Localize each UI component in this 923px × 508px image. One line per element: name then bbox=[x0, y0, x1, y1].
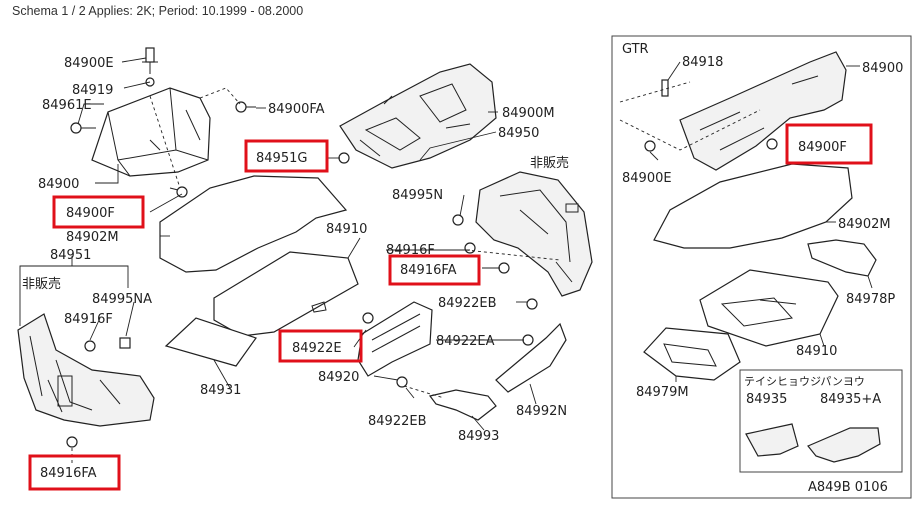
part-label-84950[interactable]: 84950 bbox=[498, 126, 539, 141]
trim-strip bbox=[428, 389, 497, 421]
part-label-84935A[interactable]: 84935+A bbox=[820, 392, 881, 407]
part-label-84995N[interactable]: 84995N bbox=[392, 188, 443, 203]
part-label-84920[interactable]: 84920 bbox=[318, 370, 359, 385]
part-label-84910-gtr[interactable]: 84910 bbox=[796, 344, 837, 359]
clip-icon bbox=[70, 47, 158, 134]
part-label-84978P[interactable]: 84978P bbox=[846, 292, 895, 307]
side-trim-panel-left bbox=[91, 87, 211, 177]
part-label-84919[interactable]: 84919 bbox=[72, 83, 113, 98]
highlight-84951G bbox=[244, 139, 329, 173]
highlight-84916FA-center bbox=[388, 254, 481, 286]
trunk-side-trim-right bbox=[475, 171, 593, 297]
side-trim-panel-lower-left bbox=[17, 313, 155, 427]
screw-icon bbox=[169, 101, 256, 198]
part-label-84900E-gtr[interactable]: 84900E bbox=[622, 171, 672, 186]
part-label-84900F-gtr[interactable]: 84900F bbox=[798, 140, 847, 155]
tray-bracket-84935 bbox=[745, 423, 799, 457]
trunk-lid-lining bbox=[339, 63, 497, 169]
part-label-84916F-center[interactable]: 84916F bbox=[386, 243, 435, 258]
part-label-84902M-left[interactable]: 84902M bbox=[66, 230, 119, 245]
part-label-84902M-gtr[interactable]: 84902M bbox=[838, 217, 891, 232]
highlight-84916FA-left bbox=[28, 454, 121, 491]
trunk-floor-board bbox=[213, 251, 359, 337]
part-label-84922EB-lower[interactable]: 84922EB bbox=[368, 414, 427, 429]
label-not-for-sale-center: 非販売 bbox=[530, 155, 569, 171]
part-label-84918[interactable]: 84918 bbox=[682, 55, 723, 70]
tray-inset-frame bbox=[739, 369, 903, 473]
trunk-floor-mat bbox=[159, 175, 348, 273]
gtr-inset-frame bbox=[611, 35, 912, 499]
part-label-84979M[interactable]: 84979M bbox=[636, 385, 689, 400]
highlight-84900F-gtr bbox=[785, 123, 873, 165]
part-label-84900-left[interactable]: 84900 bbox=[38, 177, 79, 192]
part-label-84922EA[interactable]: 84922EA bbox=[436, 334, 495, 349]
label-gtr: GTR bbox=[622, 42, 649, 57]
part-label-84951[interactable]: 84951 bbox=[50, 248, 91, 263]
gtr-fasteners bbox=[644, 79, 778, 152]
dashed-guides bbox=[149, 81, 761, 399]
gtr-floor-board bbox=[699, 269, 839, 347]
label-katakana-tray: テイシヒョウジパンヨウ bbox=[744, 375, 865, 388]
part-label-84916FA-left[interactable]: 84916FA bbox=[40, 466, 97, 481]
highlight-84922E bbox=[278, 329, 363, 363]
gtr-floor-mat bbox=[653, 163, 853, 249]
part-label-84900-gtr[interactable]: 84900 bbox=[862, 61, 903, 76]
highlight-84900F-left bbox=[52, 195, 145, 229]
part-label-84922E[interactable]: 84922E bbox=[292, 341, 342, 356]
leader-lines bbox=[19, 57, 873, 466]
part-label-84922EB-upper[interactable]: 84922EB bbox=[438, 296, 497, 311]
sill-strip bbox=[495, 322, 567, 393]
part-label-84993[interactable]: 84993 bbox=[458, 429, 499, 444]
part-label-84961E[interactable]: 84961E bbox=[42, 98, 92, 113]
part-label-84992N[interactable]: 84992N bbox=[516, 404, 567, 419]
small-mat bbox=[164, 317, 257, 367]
part-label-84916FA-center[interactable]: 84916FA bbox=[400, 263, 457, 278]
part-label-84931[interactable]: 84931 bbox=[200, 383, 241, 398]
part-label-84951G[interactable]: 84951G bbox=[256, 151, 307, 166]
schema-header: Schema 1 / 2 Applies: 2K; Period: 10.199… bbox=[12, 4, 304, 18]
label-not-for-sale-left: 非販売 bbox=[22, 276, 61, 292]
part-label-84900M[interactable]: 84900M bbox=[502, 106, 555, 121]
gtr-tray-84979M bbox=[643, 327, 741, 381]
part-label-84910-center[interactable]: 84910 bbox=[326, 222, 367, 237]
gtr-side-trim bbox=[679, 51, 847, 171]
gtr-cover-84978P bbox=[807, 239, 877, 277]
part-label-84900FA[interactable]: 84900FA bbox=[268, 102, 325, 117]
part-label-84916F-left[interactable]: 84916F bbox=[64, 312, 113, 327]
trunk-rear-trim bbox=[357, 301, 433, 377]
part-label-84900F-left[interactable]: 84900F bbox=[66, 206, 115, 221]
diagram-code: A849B 0106 bbox=[808, 480, 888, 495]
part-label-84995NA[interactable]: 84995NA bbox=[92, 292, 152, 307]
tray-bracket-84935A bbox=[807, 427, 881, 463]
fastener-icons-left bbox=[66, 337, 131, 448]
part-label-84935[interactable]: 84935 bbox=[746, 392, 787, 407]
part-label-84900E[interactable]: 84900E bbox=[64, 56, 114, 71]
